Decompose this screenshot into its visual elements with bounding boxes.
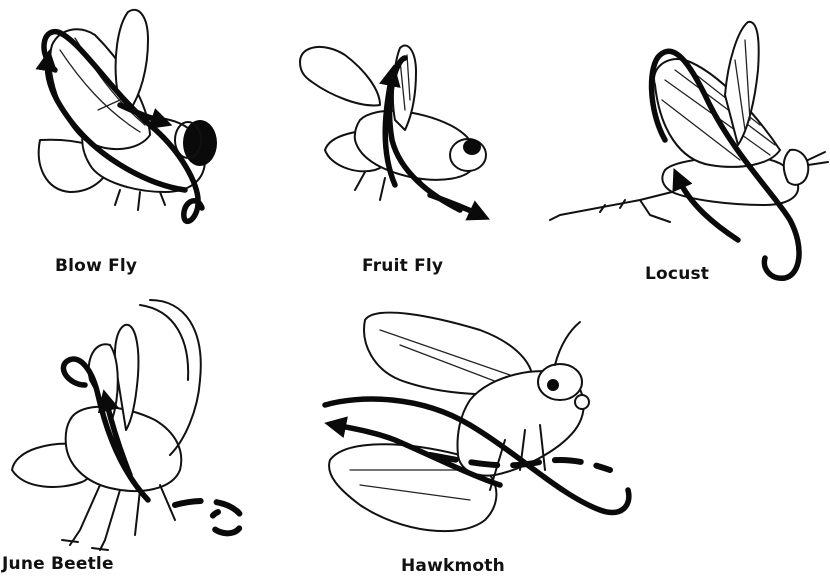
junebeetle-illustration: [12, 300, 242, 550]
label-locust: Locust: [645, 264, 709, 284]
label-junebeetle: June Beetle: [2, 554, 114, 574]
label-hawkmoth: Hawkmoth: [401, 556, 505, 576]
hawkmoth-antenna: [555, 322, 580, 365]
label-fruitfly: Fruit Fly: [362, 256, 443, 276]
fruitfly-illustration: [300, 45, 486, 215]
label-blowfly: Blow Fly: [55, 256, 137, 276]
hawkmoth-eye: [575, 395, 589, 409]
hawkmoth-head: [538, 364, 582, 400]
fruitfly-wing-rear: [300, 47, 380, 105]
blowfly-illustration: [39, 10, 217, 222]
locust-head: [784, 150, 809, 185]
hawkmoth-illustration: [325, 313, 629, 532]
locust-illustration: [550, 22, 828, 278]
junebeetle-dash-path: [175, 501, 242, 533]
